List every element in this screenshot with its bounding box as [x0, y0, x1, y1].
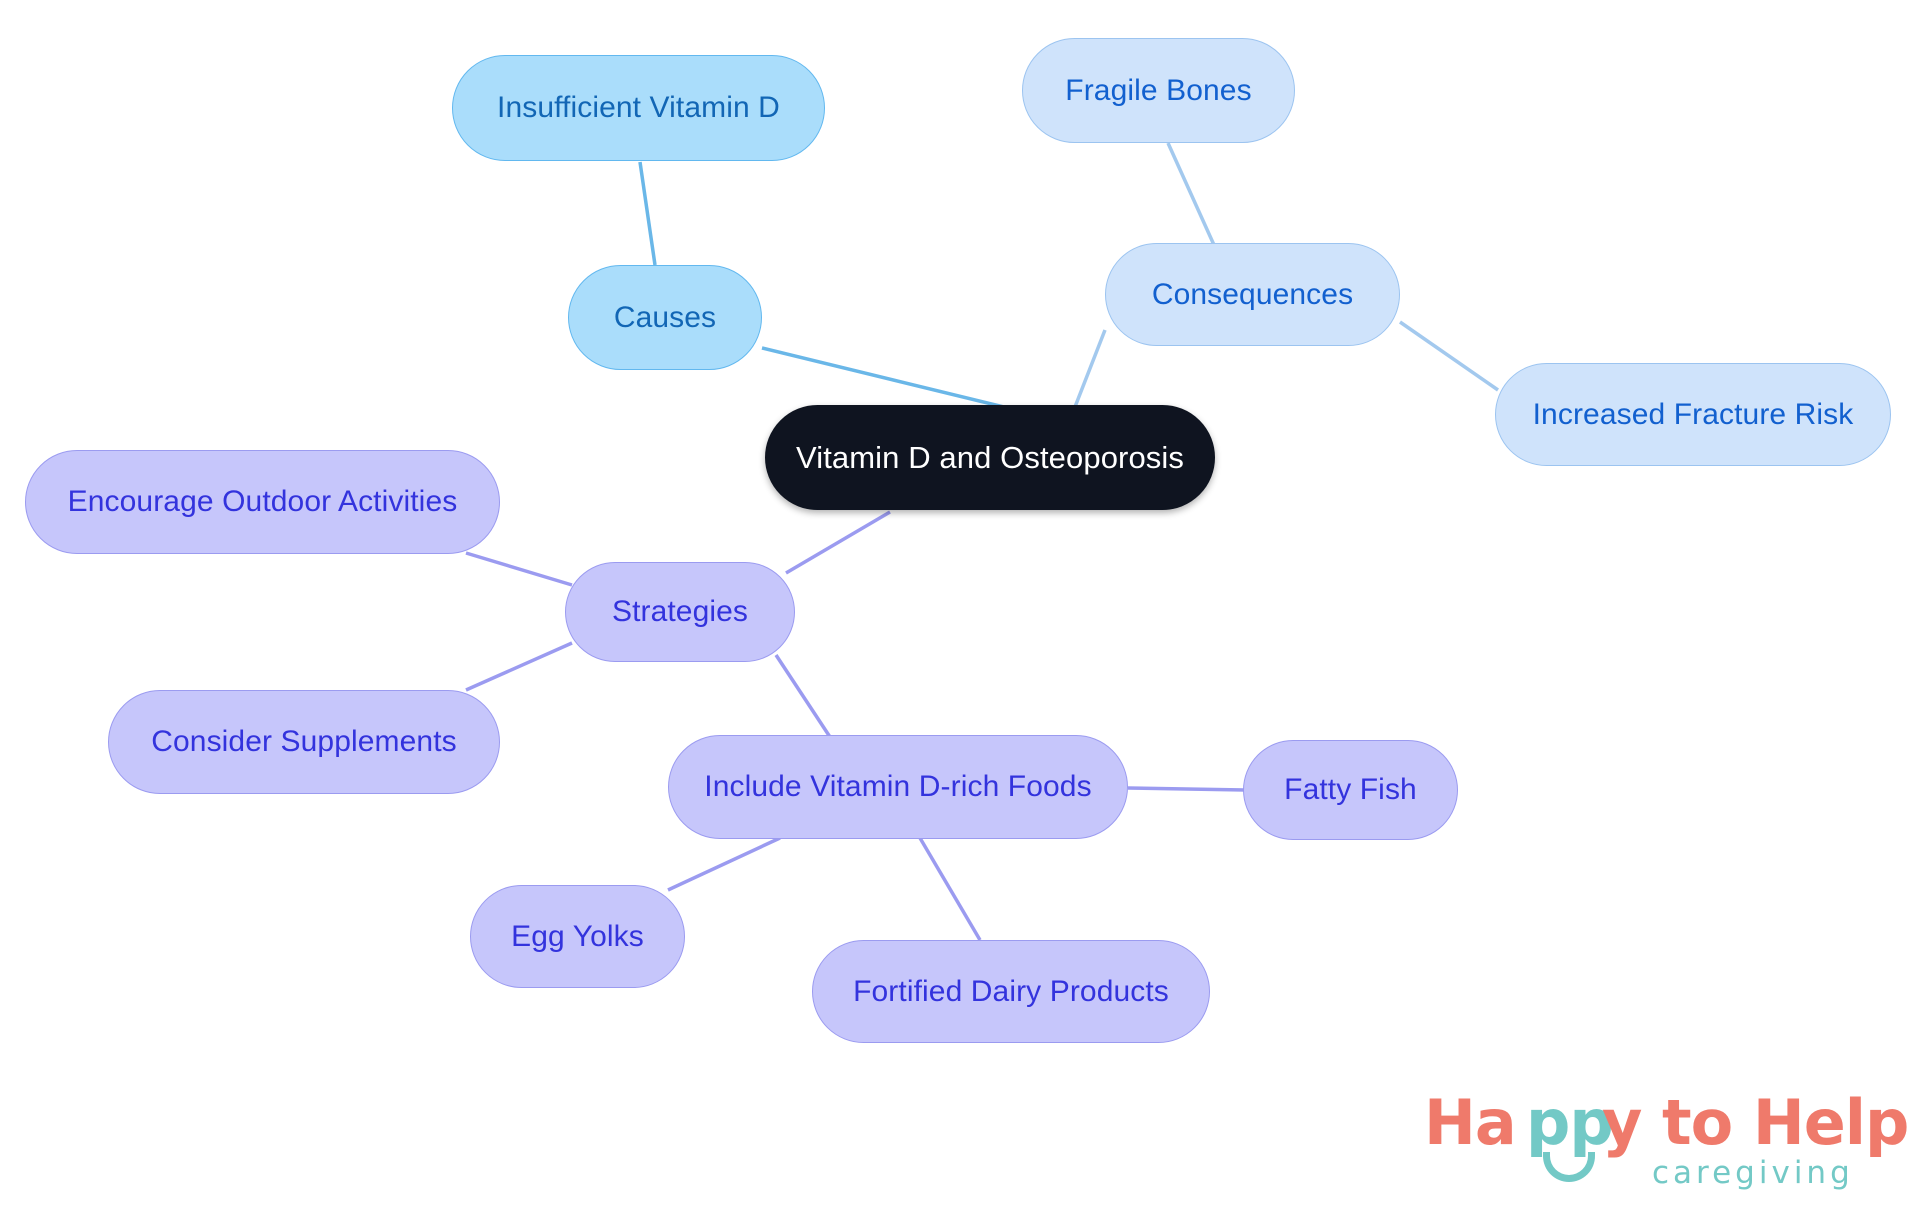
node-causes-label: Causes	[613, 300, 717, 334]
node-egg-yolks[interactable]: Egg Yolks	[470, 885, 685, 988]
node-consequences[interactable]: Consequences	[1105, 243, 1400, 346]
node-root[interactable]: Vitamin D and Osteoporosis	[765, 405, 1215, 510]
node-fragile-bones[interactable]: Fragile Bones	[1022, 38, 1295, 143]
node-include-vitamin-d-rich-foods-label: Include Vitamin D-rich Foods	[704, 770, 1092, 803]
node-root-label: Vitamin D and Osteoporosis	[796, 440, 1184, 475]
node-egg-yolks-label: Egg Yolks	[511, 919, 644, 953]
node-insufficient-vitamin-d[interactable]: Insufficient Vitamin D	[452, 55, 825, 161]
node-insufficient-vitamin-d-label: Insufficient Vitamin D	[497, 91, 780, 124]
node-fortified-dairy-products-label: Fortified Dairy Products	[853, 974, 1169, 1008]
edge-strategies-outdoor	[465, 551, 573, 587]
node-encourage-outdoor-activities[interactable]: Encourage Outdoor Activities	[25, 450, 500, 554]
node-consequences-label: Consequences	[1151, 277, 1354, 311]
logo-word-pp: pp	[1526, 1086, 1614, 1159]
node-strategies-label: Strategies	[611, 595, 749, 628]
edge-causes-insufficient	[638, 161, 657, 266]
edge-consequences-fracture	[1399, 320, 1499, 392]
edge-foods-fortified-dairy	[918, 837, 982, 941]
node-encourage-outdoor-activities-label: Encourage Outdoor Activities	[67, 485, 458, 518]
edge-root-consequences	[1071, 329, 1107, 413]
node-increased-fracture-risk[interactable]: Increased Fracture Risk	[1495, 363, 1891, 466]
logo-tagline: caregiving	[1652, 1155, 1854, 1191]
node-fatty-fish-label: Fatty Fish	[1284, 773, 1417, 806]
logo-word-y-to-help: y to Help	[1602, 1086, 1909, 1159]
node-fatty-fish[interactable]: Fatty Fish	[1243, 740, 1458, 840]
node-fortified-dairy-products[interactable]: Fortified Dairy Products	[812, 940, 1210, 1043]
node-consider-supplements-label: Consider Supplements	[151, 725, 457, 758]
node-strategies[interactable]: Strategies	[565, 562, 795, 662]
edge-foods-egg-yolks	[667, 836, 781, 892]
edge-strategies-supplements	[465, 641, 573, 692]
node-consider-supplements[interactable]: Consider Supplements	[108, 690, 500, 794]
node-increased-fracture-risk-label: Increased Fracture Risk	[1532, 397, 1854, 431]
brand-logo: Ha pp y to Help caregiving	[1424, 1086, 1909, 1204]
logo-word-ha: Ha	[1424, 1086, 1517, 1159]
node-causes[interactable]: Causes	[568, 265, 762, 370]
edge-consequences-fragile	[1166, 142, 1216, 246]
node-include-vitamin-d-rich-foods[interactable]: Include Vitamin D-rich Foods	[668, 735, 1128, 839]
edge-strategies-foods	[774, 654, 832, 738]
node-fragile-bones-label: Fragile Bones	[1065, 73, 1252, 107]
edge-root-strategies	[785, 510, 891, 575]
edge-foods-fatty-fish	[1127, 786, 1246, 792]
smile-icon	[1543, 1152, 1595, 1182]
